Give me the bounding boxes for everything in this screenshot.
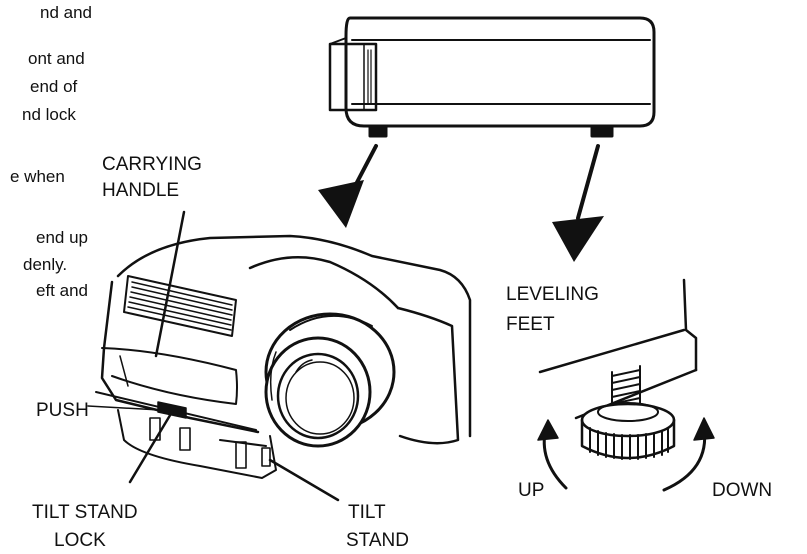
label-tilt-stand-lock-line2: LOCK	[54, 530, 106, 551]
leader-push	[87, 405, 161, 411]
label-down: DOWN	[712, 480, 772, 501]
leader-tilt-stand	[268, 458, 340, 502]
projector-front-view	[95, 234, 472, 479]
label-up: UP	[518, 480, 544, 501]
body-text-line: end of	[30, 77, 78, 96]
body-text-line: nd and	[40, 3, 92, 22]
leader-tilt-stand-lock	[128, 410, 174, 484]
body-text-line: nd lock	[22, 105, 76, 124]
leader-carrying-handle	[154, 210, 186, 358]
manual-body-text: nd and ont and end of nd lock e when end…	[10, 3, 92, 300]
label-carrying-handle-line1: CARRYING	[102, 154, 202, 175]
pointer-arrow-right	[552, 144, 604, 262]
label-push: PUSH	[36, 400, 89, 421]
label-tilt-stand-lock-line1: TILT STAND	[32, 502, 138, 523]
label-leveling-feet-line2: FEET	[506, 314, 555, 335]
body-text-line: e when	[10, 167, 65, 186]
pointer-arrow-left	[318, 144, 378, 228]
label-tilt-stand-line2: STAND	[346, 530, 409, 551]
label-tilt-stand-line1: TILT	[348, 502, 386, 523]
body-text-line: end up	[36, 228, 88, 247]
body-text-line: denly.	[23, 255, 67, 274]
label-carrying-handle-line2: HANDLE	[102, 180, 179, 201]
label-leveling-feet-line1: LEVELING	[506, 284, 599, 305]
callout-labels: CARRYING HANDLE LEVELING FEET PUSH TILT …	[32, 154, 772, 551]
projector-side-view	[328, 16, 656, 138]
body-text-line: eft and	[36, 281, 88, 300]
leader-lines	[87, 210, 340, 502]
body-text-line: ont and	[28, 49, 85, 68]
projection-lens	[264, 312, 396, 448]
leveling-foot-closeup	[537, 278, 715, 492]
